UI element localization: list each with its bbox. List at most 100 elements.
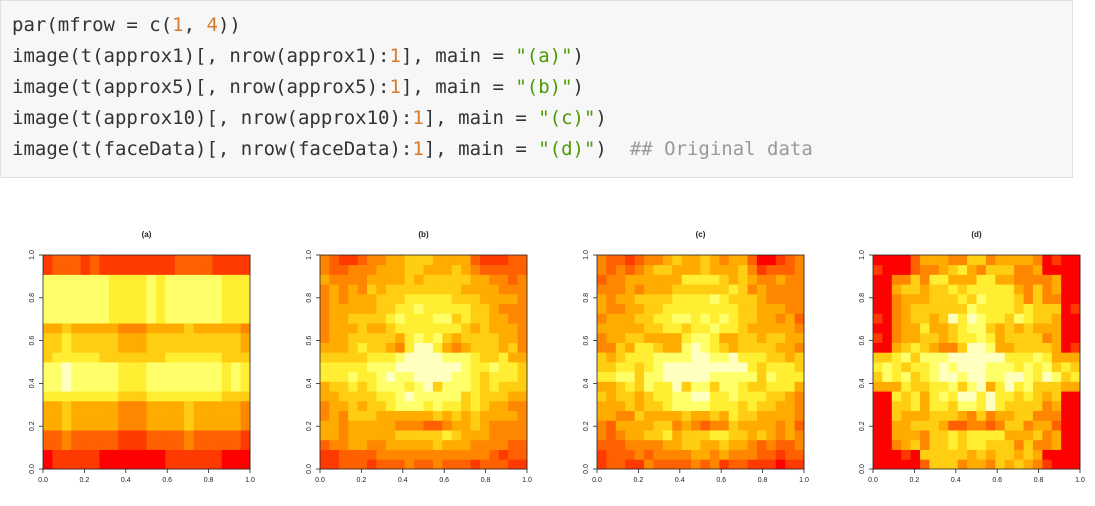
heatmap-cell [653, 284, 664, 295]
heatmap-cell [785, 410, 795, 421]
heatmap-cell [61, 264, 72, 275]
heatmap-cell [775, 400, 786, 412]
heatmap-cell [662, 430, 673, 441]
heatmap-cell [508, 410, 518, 421]
heatmap-cell [489, 264, 500, 275]
heatmap-cell [442, 284, 453, 295]
heatmap-cell [1032, 303, 1043, 314]
heatmap-cell [376, 255, 387, 266]
heatmap-cell [882, 391, 893, 402]
heatmap-cell [775, 420, 786, 431]
heatmap-cell [948, 459, 959, 470]
heatmap-cell [146, 381, 157, 392]
heatmap-cell [137, 323, 147, 334]
heatmap-cell [662, 332, 673, 343]
heatmap-cell [155, 449, 166, 460]
heatmap-cell [891, 400, 902, 412]
heatmap-cell [174, 362, 185, 373]
heatmap-cell [985, 362, 996, 373]
heatmap-cell [231, 264, 241, 275]
heatmap-cell [184, 352, 194, 363]
heatmap-cell [137, 371, 147, 382]
heatmap-cell [766, 439, 777, 450]
heatmap-cell [901, 332, 912, 343]
heatmap-cell [625, 264, 636, 275]
heatmap-cell [470, 410, 481, 421]
heatmap-cell [127, 371, 138, 382]
heatmap-cell [625, 323, 636, 334]
heatmap-cell [644, 293, 654, 305]
heatmap-cell [873, 371, 883, 382]
heatmap-cell [423, 323, 434, 334]
heatmap-cell [738, 362, 748, 373]
heatmap-cell [681, 439, 692, 450]
heatmap-cell [728, 255, 739, 266]
heatmap-cell [634, 323, 645, 334]
heatmap-cell [672, 410, 683, 421]
y-tick-label: 0.4 [583, 378, 590, 388]
heatmap-cell [118, 371, 129, 382]
heatmap-cell [709, 400, 720, 412]
heatmap-cell [432, 352, 443, 363]
plot-title: (d) [971, 230, 982, 239]
heatmap-cell [1032, 459, 1043, 470]
heatmap-cell [700, 293, 711, 305]
heatmap-cell [948, 352, 959, 363]
heatmap-cell [212, 323, 223, 334]
heatmap-cell [1014, 400, 1024, 412]
heatmap-cell [672, 255, 683, 266]
heatmap-cell [451, 293, 462, 305]
heatmap-cell [938, 410, 949, 421]
heatmap-cell [1042, 293, 1053, 305]
heatmap-cell [137, 303, 147, 314]
heatmap-cell [320, 420, 330, 431]
heatmap-cell [1070, 303, 1081, 314]
heatmap-cell [127, 323, 138, 334]
heatmap-cell [1014, 342, 1024, 353]
heatmap-cell [920, 439, 930, 450]
heatmap-cell [882, 400, 893, 412]
heatmap-cell [184, 430, 194, 441]
heatmap-cell [967, 410, 977, 421]
heatmap-cell [174, 284, 185, 295]
heatmap-cell [882, 439, 893, 450]
heatmap-cell [709, 313, 720, 324]
heatmap-cell [508, 352, 518, 363]
heatmap-cell [1023, 391, 1034, 402]
heatmap-cell [597, 303, 607, 314]
heatmap-cell [127, 264, 138, 275]
heatmap-cell [508, 323, 518, 334]
heatmap-cell [985, 430, 996, 441]
heatmap-cell [52, 362, 63, 373]
heatmap-cell [766, 264, 777, 275]
heatmap-cell [489, 362, 500, 373]
heatmap-cell [146, 410, 157, 421]
heatmap-cell [625, 274, 636, 285]
heatmap-cell [891, 303, 902, 314]
heatmap-cell [320, 381, 330, 392]
heatmap-cell [615, 323, 626, 334]
heatmap-cell [423, 255, 434, 266]
heatmap-cell [1042, 420, 1053, 431]
heatmap-cell [367, 459, 377, 470]
heatmap-cell [442, 391, 453, 402]
heatmap-cell [1032, 323, 1043, 334]
heatmap-cell [395, 274, 406, 285]
heatmap-cell [221, 391, 232, 402]
x-tick-label: 0.0 [315, 477, 325, 484]
heatmap-cell [719, 352, 730, 363]
heatmap-cell [385, 264, 396, 275]
y-tick-label: 0.4 [29, 378, 36, 388]
heatmap-cell [615, 381, 626, 392]
heatmap-cell [240, 255, 251, 266]
heatmap-cell [517, 342, 528, 353]
heatmap-cell [662, 255, 673, 266]
heatmap-cell [517, 381, 528, 392]
heatmap-cell [995, 313, 1006, 324]
x-tick-label: 0.6 [439, 477, 449, 484]
heatmap-cell [709, 342, 720, 353]
heatmap-cell [52, 332, 63, 343]
heatmap-cell [108, 381, 119, 392]
heatmap-cell [625, 371, 636, 382]
heatmap-cell [691, 459, 701, 470]
